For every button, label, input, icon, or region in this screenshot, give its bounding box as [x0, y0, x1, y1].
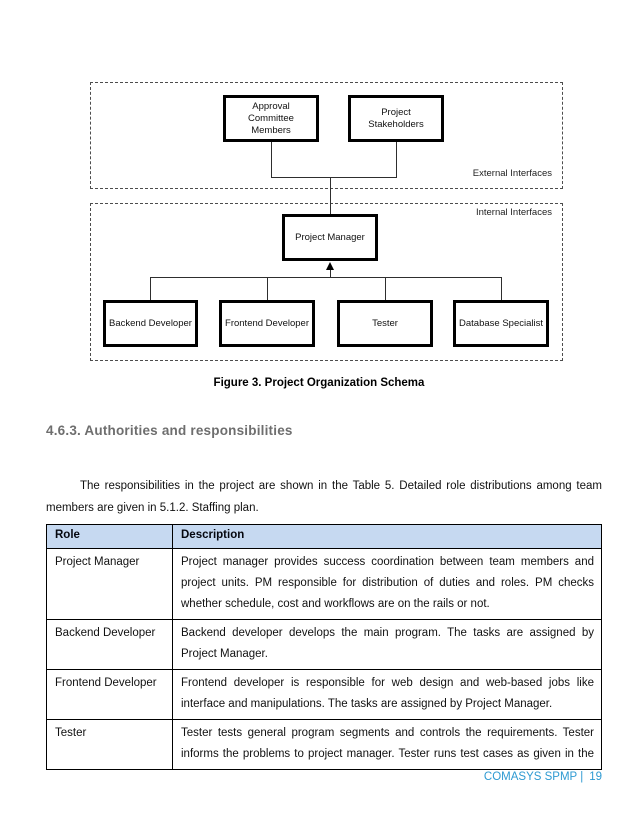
table-header-row: Role Description	[46, 524, 602, 549]
connector-to-pm	[330, 177, 331, 214]
external-interfaces-label: External Interfaces	[472, 168, 552, 179]
footer-doc-title: COMASYS SPMP |	[483, 771, 584, 783]
node-project-manager: Project Manager	[282, 214, 378, 261]
connector-bottom-bus	[150, 277, 501, 278]
connector-tester-stub	[385, 277, 386, 300]
connector-arrow-stem	[330, 266, 331, 277]
arrow-up-icon	[326, 262, 334, 270]
connector-database-stub	[501, 277, 502, 300]
connector-backend-stub	[150, 277, 151, 300]
connector-stakeholders-down	[396, 141, 397, 177]
table-row: Backend Developer Backend developer deve…	[46, 619, 602, 670]
connector-top-join	[271, 177, 397, 178]
role-cell: Frontend Developer	[46, 669, 173, 720]
node-tester: Tester	[337, 300, 433, 347]
description-cell: Project manager provides success coordin…	[172, 548, 602, 620]
page-footer: COMASYS SPMP | 19	[0, 771, 602, 783]
table-row: Project Manager Project manager provides…	[46, 548, 602, 620]
internal-interfaces-zone	[90, 203, 563, 361]
description-cell: Backend developer develops the main prog…	[172, 619, 602, 670]
page-number: 19	[589, 771, 602, 783]
org-chart: External Interfaces Internal Interfaces …	[0, 0, 638, 370]
internal-interfaces-label: Internal Interfaces	[475, 207, 552, 218]
roles-table: Role Description Project Manager Project…	[46, 524, 602, 770]
description-cell: Frontend developer is responsible for we…	[172, 669, 602, 720]
node-approval-committee: Approval Committee Members	[223, 95, 319, 142]
section-heading: 4.6.3. Authorities and responsibilities	[46, 423, 293, 438]
role-cell: Project Manager	[46, 548, 173, 620]
description-cell: Tester tests general program segments an…	[172, 719, 602, 770]
node-project-stakeholders: Project Stakeholders	[348, 95, 444, 142]
table-row: Frontend Developer Frontend developer is…	[46, 669, 602, 720]
role-cell: Tester	[46, 719, 173, 770]
figure-caption: Figure 3. Project Organization Schema	[213, 377, 425, 389]
connector-frontend-stub	[267, 277, 268, 300]
external-interfaces-zone	[90, 82, 563, 189]
connector-approval-down	[271, 141, 272, 177]
node-database-specialist: Database Specialist	[453, 300, 549, 347]
column-header-description: Description	[172, 524, 602, 549]
node-frontend-developer: Frontend Developer	[219, 300, 315, 347]
table-row: Tester Tester tests general program segm…	[46, 719, 602, 770]
section-paragraph: The responsibilities in the project are …	[46, 479, 602, 514]
node-backend-developer: Backend Developer	[103, 300, 198, 347]
column-header-role: Role	[46, 524, 173, 549]
role-cell: Backend Developer	[46, 619, 173, 670]
